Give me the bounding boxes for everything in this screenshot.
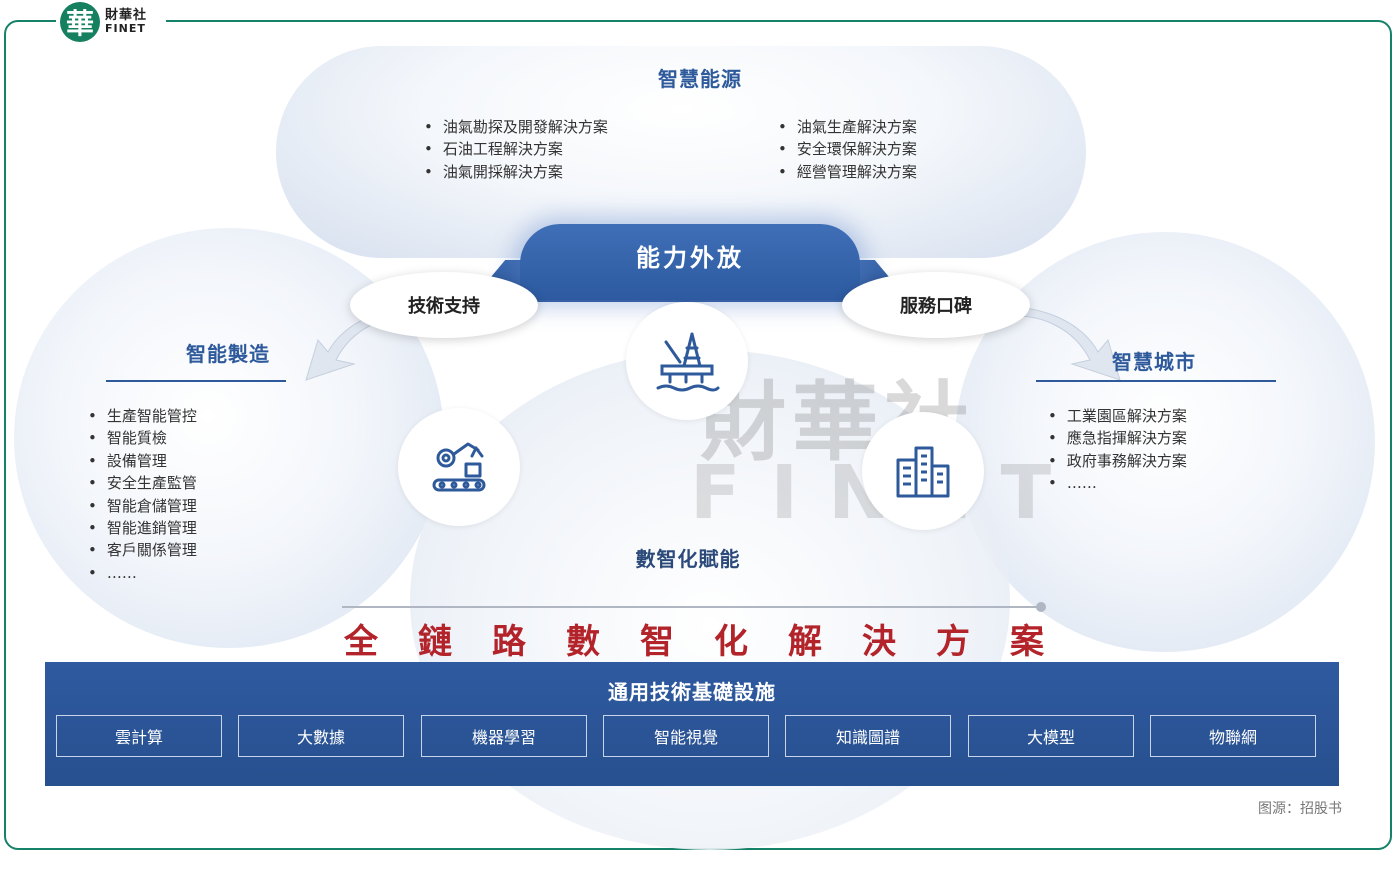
headline-char: 化 — [714, 622, 748, 662]
energy-title: 智慧能源 — [658, 67, 742, 91]
logo-name-cn: 財華社 — [105, 8, 148, 23]
infra-item-big-data: 大數據 — [238, 715, 404, 757]
list-item: 生產智能管控 — [88, 405, 197, 427]
headline-char: 案 — [1010, 622, 1044, 662]
infrastructure-title: 通用技術基礎設施 — [608, 680, 776, 704]
list-item: 油氣生產解決方案 — [778, 116, 917, 138]
logo-badge: 華 — [60, 2, 100, 42]
energy-list-left: 油氣勘探及開發解決方案 石油工程解決方案 油氣開採解決方案 — [424, 116, 608, 183]
city-buildings-icon — [862, 412, 984, 530]
smart-city-title: 智慧城市 — [1112, 350, 1196, 374]
infra-item-knowledge-graph: 知識圖譜 — [785, 715, 951, 757]
headline-char: 全 — [344, 622, 378, 662]
headline-char: 決 — [862, 622, 896, 662]
energy-list-right: 油氣生產解決方案 安全環保解決方案 經營管理解決方案 — [778, 116, 917, 183]
headline-char: 路 — [492, 622, 526, 662]
list-item: …… — [1048, 472, 1187, 494]
list-item: 客戶關係管理 — [88, 539, 197, 561]
headline-char: 數 — [566, 622, 600, 662]
headline: 全 鏈 路 數 智 化 解 決 方 案 — [344, 614, 1044, 663]
list-item: 設備管理 — [88, 450, 197, 472]
list-item: 油氣開採解決方案 — [424, 161, 608, 183]
list-item: 石油工程解決方案 — [424, 138, 608, 160]
manufacturing-title: 智能製造 — [186, 342, 270, 366]
digital-empowerment-label: 數智化賦能 — [635, 547, 741, 571]
list-item: …… — [88, 562, 197, 584]
infra-item-cloud: 雲計算 — [56, 715, 222, 757]
smart-city-list: 工業園區解決方案 應急指揮解決方案 政府事務解決方案 …… — [1048, 405, 1187, 495]
infra-item-large-model: 大模型 — [968, 715, 1134, 757]
capability-label: 能力外放 — [636, 243, 744, 272]
list-item: 智能倉儲管理 — [88, 495, 197, 517]
tech-support-pill: 技術支持 — [350, 272, 538, 338]
infra-item-vision: 智能視覺 — [603, 715, 769, 757]
finet-logo: 華 財華社 FINET — [56, 2, 166, 42]
headline-divider — [342, 606, 1042, 608]
headline-char: 方 — [936, 622, 970, 662]
headline-char: 鏈 — [418, 622, 452, 662]
headline-char: 解 — [788, 622, 822, 662]
capability-cap — [520, 224, 860, 300]
manufacturing-list: 生產智能管控 智能質檢 設備管理 安全生產監管 智能倉儲管理 智能進銷管理 客戶… — [88, 405, 197, 584]
list-item: 油氣勘探及開發解決方案 — [424, 116, 608, 138]
divider-dot — [1036, 602, 1046, 612]
list-item: 智能進銷管理 — [88, 517, 197, 539]
energy-oval — [276, 46, 1086, 258]
list-item: 經營管理解決方案 — [778, 161, 917, 183]
infra-item-machine-learning: 機器學習 — [421, 715, 587, 757]
headline-char: 智 — [640, 622, 674, 662]
list-item: 智能質檢 — [88, 427, 197, 449]
infrastructure-panel: 通用技術基礎設施 雲計算 大數據 機器學習 智能視覺 知識圖譜 大模型 物聯網 — [45, 662, 1339, 786]
manufacturing-rule — [106, 380, 286, 382]
source-note: 图源：招股书 — [1258, 801, 1342, 817]
list-item: 安全生產監管 — [88, 472, 197, 494]
list-item: 工業園區解決方案 — [1048, 405, 1187, 427]
list-item: 政府事務解決方案 — [1048, 450, 1187, 472]
infra-item-iot: 物聯網 — [1150, 715, 1316, 757]
list-item: 安全環保解決方案 — [778, 138, 917, 160]
smart-city-rule — [1036, 380, 1276, 382]
list-item: 應急指揮解決方案 — [1048, 427, 1187, 449]
robot-arm-icon — [398, 408, 520, 526]
oil-platform-icon — [626, 302, 748, 420]
service-reputation-pill: 服務口碑 — [842, 272, 1030, 338]
arrow-right-icon — [999, 306, 1121, 381]
logo-name-en: FINET — [105, 22, 146, 35]
